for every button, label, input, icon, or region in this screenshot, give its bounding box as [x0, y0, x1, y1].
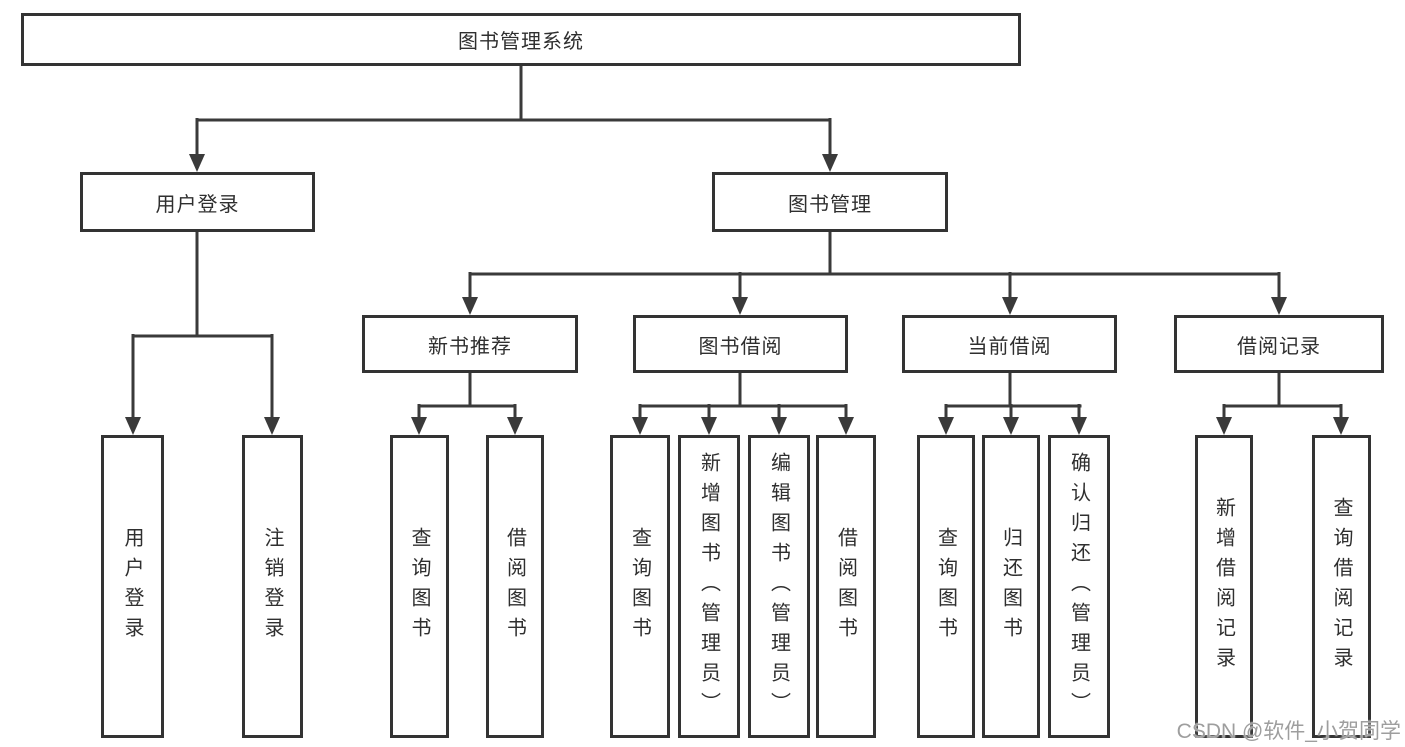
- node-new-book-recommendation-label: 新书推荐: [428, 335, 512, 358]
- leaf-user-login-label: 用户登录: [121, 526, 143, 647]
- connector-new-book-rec-to-leaves: [411, 373, 523, 435]
- leaf-query-books-1: 查询图书: [390, 435, 449, 738]
- leaf-add-borrow-record: 新增借阅记录: [1195, 435, 1253, 738]
- leaf-query-books-3-label: 查询图书: [934, 526, 957, 647]
- leaf-return-books: 归还图书: [982, 435, 1040, 738]
- node-book-management: 图书管理: [712, 172, 948, 232]
- node-book-borrowing: 图书借阅: [633, 315, 848, 373]
- node-book-management-system-label: 图书管理系统: [458, 31, 584, 53]
- leaf-query-borrow-record: 查询借阅记录: [1312, 435, 1371, 738]
- connector-user-login-to-leaves: [125, 232, 280, 435]
- leaf-borrow-books-1: 借阅图书: [486, 435, 544, 738]
- leaf-return-books-label: 归还图书: [999, 526, 1022, 647]
- leaf-query-books-3: 查询图书: [917, 435, 975, 738]
- connector-borrow-records-to-leaves: [1216, 373, 1349, 435]
- leaf-borrow-books-2-label: 借阅图书: [834, 526, 857, 647]
- leaf-add-books-admin-label: 新增图书（管理员）: [697, 451, 720, 722]
- leaf-query-books-2: 查询图书: [610, 435, 670, 738]
- leaf-user-login: 用户登录: [101, 435, 164, 738]
- leaf-confirm-return-admin: 确认归还（管理员）: [1048, 435, 1110, 738]
- leaf-add-books-admin: 新增图书（管理员）: [678, 435, 740, 738]
- leaf-logout: 注销登录: [242, 435, 303, 738]
- connector-root-to-level2: [189, 66, 838, 172]
- node-book-management-label: 图书管理: [788, 193, 872, 216]
- leaf-query-books-2-label: 查询图书: [628, 526, 651, 647]
- connector-book-borrow-to-leaves: [632, 373, 854, 435]
- csdn-watermark: CSDN @软件_小贺同学: [1176, 720, 1401, 743]
- leaf-add-borrow-record-label: 新增借阅记录: [1212, 496, 1235, 677]
- node-user-login: 用户登录: [80, 172, 315, 232]
- leaf-borrow-books-2: 借阅图书: [816, 435, 876, 738]
- leaf-edit-books-admin: 编辑图书（管理员）: [748, 435, 810, 738]
- leaf-edit-books-admin-label: 编辑图书（管理员）: [767, 451, 790, 722]
- node-borrowing-records: 借阅记录: [1174, 315, 1384, 373]
- leaf-query-borrow-record-label: 查询借阅记录: [1330, 496, 1352, 677]
- connector-current-borrow-to-leaves: [938, 373, 1087, 435]
- leaf-query-books-1-label: 查询图书: [408, 526, 430, 647]
- node-current-borrowing: 当前借阅: [902, 315, 1117, 373]
- node-user-login-label: 用户登录: [155, 193, 240, 216]
- leaf-borrow-books-1-label: 借阅图书: [503, 526, 526, 647]
- node-current-borrowing-label: 当前借阅: [967, 335, 1052, 358]
- connector-book-management-to-level3: [462, 232, 1287, 315]
- node-borrowing-records-label: 借阅记录: [1237, 335, 1321, 358]
- node-book-management-system: 图书管理系统: [21, 13, 1021, 66]
- node-book-borrowing-label: 图书借阅: [698, 335, 783, 358]
- node-new-book-recommendation: 新书推荐: [362, 315, 578, 373]
- leaf-confirm-return-admin-label: 确认归还（管理员）: [1067, 451, 1090, 722]
- leaf-logout-label: 注销登录: [261, 526, 283, 647]
